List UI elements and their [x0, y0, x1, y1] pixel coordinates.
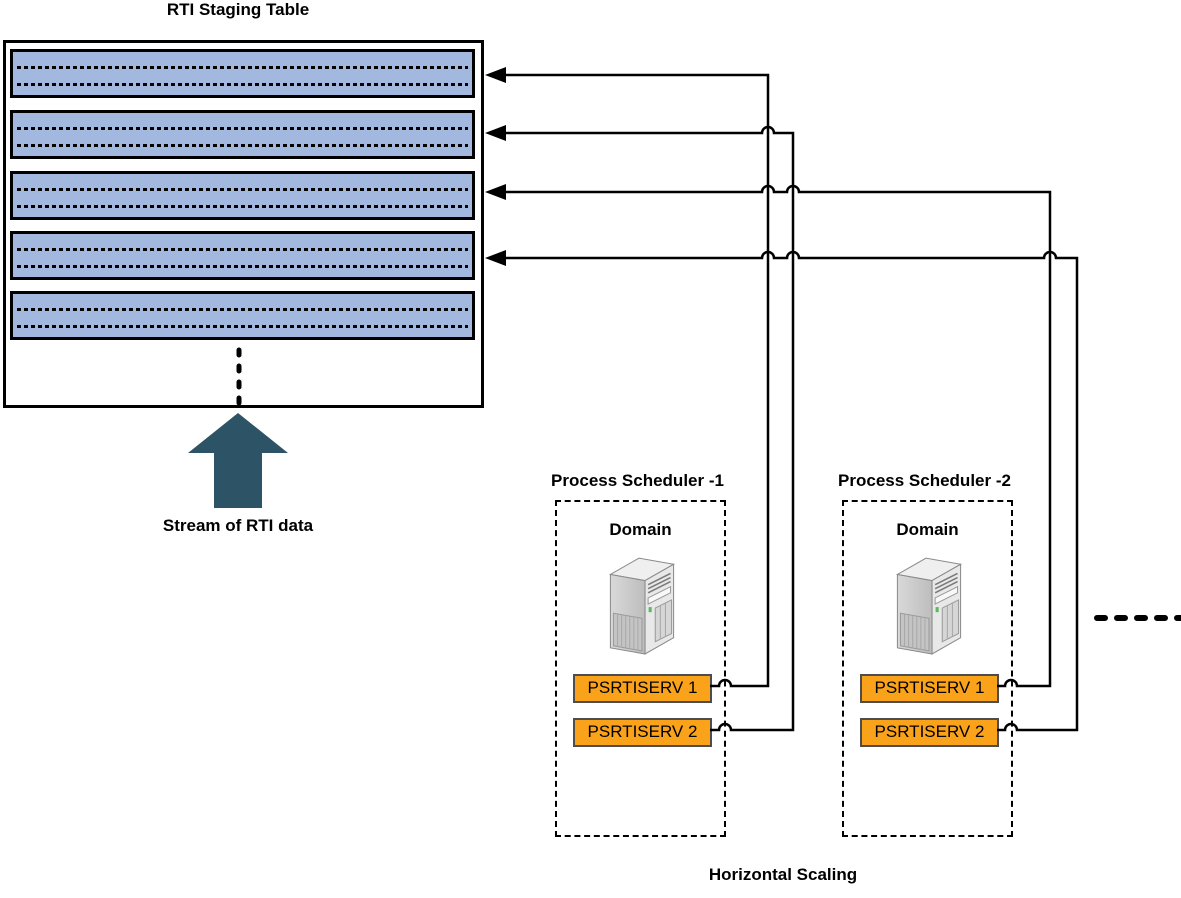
server-icon [608, 557, 676, 655]
arrowhead-left-icon [485, 125, 506, 141]
process-scheduler-1-domain-box: Domain PSRTISERV [555, 500, 726, 837]
row-dashed-line [17, 205, 468, 208]
staging-row [10, 49, 475, 98]
staging-row [10, 291, 475, 340]
process-scheduler-1-title: Process Scheduler -1 [551, 471, 724, 490]
row-dashed-line [17, 325, 468, 328]
staging-row [10, 110, 475, 159]
psrtiserv-box: PSRTISERV 2 [860, 718, 999, 747]
row-dashed-line [17, 265, 468, 268]
psrtiserv-box: PSRTISERV 1 [860, 674, 999, 703]
row-dashed-line [17, 248, 468, 251]
row-dashed-line [17, 188, 468, 191]
staging-table-title: RTI Staging Table [166, 0, 310, 19]
row-dashed-line [17, 127, 468, 130]
psrtiserv-box: PSRTISERV 1 [573, 674, 712, 703]
arrowhead-left-icon [485, 250, 506, 266]
up-arrow-icon [188, 413, 288, 508]
process-scheduler-2-domain-box: Domain PSRTISERV 1 PSRTISERV 2 [842, 500, 1013, 837]
psrtiserv-box: PSRTISERV 2 [573, 718, 712, 747]
row-dashed-line [17, 83, 468, 86]
staging-table [3, 40, 484, 408]
staging-row [10, 231, 475, 280]
staging-row [10, 171, 475, 220]
domain-label: Domain [609, 520, 672, 539]
arrowhead-left-icon [485, 67, 506, 83]
horizontal-scaling-label: Horizontal Scaling [708, 865, 858, 884]
domain-label: Domain [896, 520, 959, 539]
row-dashed-line [17, 144, 468, 147]
server-icon [895, 557, 963, 655]
arrowhead-left-icon [485, 184, 506, 200]
process-scheduler-2-title: Process Scheduler -2 [838, 471, 1011, 490]
row-dashed-line [17, 66, 468, 69]
stream-of-rti-data-label: Stream of RTI data [162, 516, 314, 535]
row-dashed-line [17, 308, 468, 311]
